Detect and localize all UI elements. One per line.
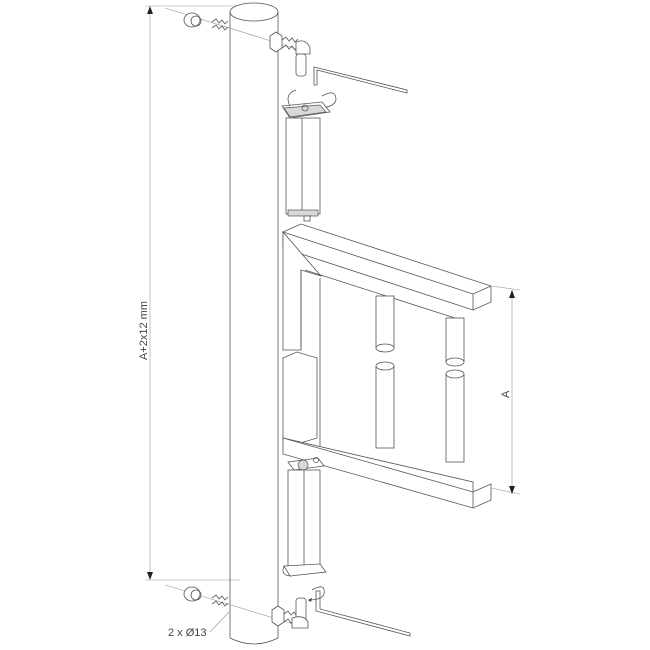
post — [229, 2, 279, 645]
height-dimension — [145, 5, 240, 581]
distance-a-dimension — [490, 285, 521, 495]
gate-frame — [282, 223, 492, 509]
holes-label: 2 x Ø13 — [168, 627, 207, 639]
allen-key-bottom — [307, 586, 411, 637]
holes-leader-line — [209, 611, 230, 633]
top-closer-cylinder — [281, 89, 331, 222]
top-hinge-bolt — [269, 31, 311, 77]
distance-a-label: A — [500, 390, 512, 398]
allen-key-top — [313, 66, 408, 110]
bottom-hinge-bolt — [271, 597, 309, 629]
bottom-closer-cylinder — [282, 457, 327, 577]
total-height-label: A+2x12 mm — [138, 301, 150, 360]
